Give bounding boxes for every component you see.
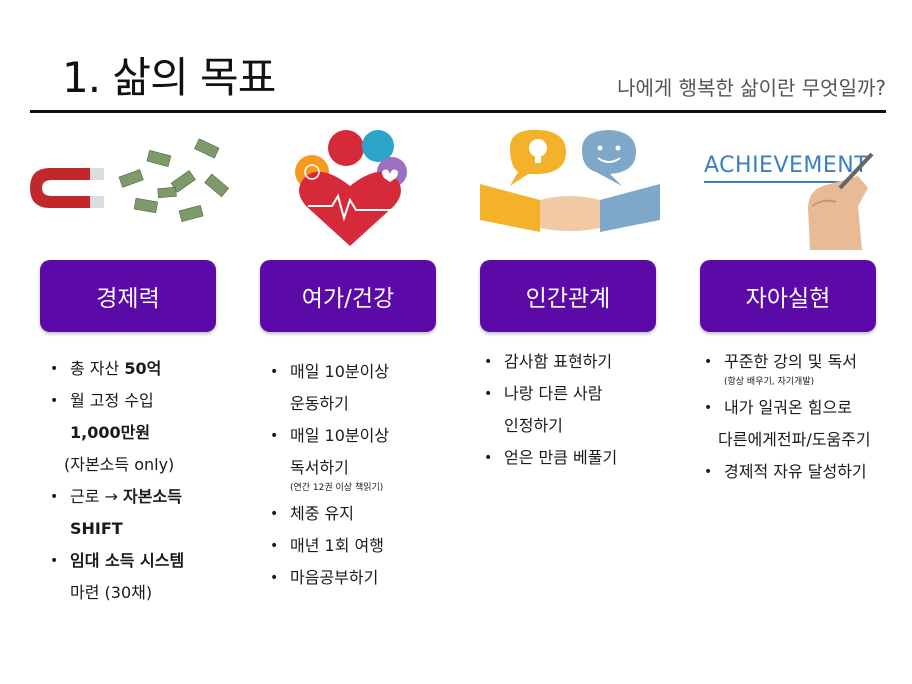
list-item: 매일 10분이상 운동하기	[268, 356, 389, 420]
achievement-word: ACHIEVEMENT	[704, 153, 868, 178]
page-title: 1. 삶의 목표	[62, 53, 276, 102]
list-item: 꾸준한 강의 및 독서 (항상 배우기, 자기개발)	[702, 346, 871, 390]
self-realization-goal-list: 꾸준한 강의 및 독서 (항상 배우기, 자기개발) 내가 일궈온 힘으로 다른…	[702, 346, 871, 488]
list-item: 매일 10분이상 독서하기 (연간 12권 이상 책읽기)	[268, 420, 389, 496]
list-item: 감사함 표현하기	[482, 346, 617, 378]
list-item: 경제적 자유 달성하기	[702, 456, 871, 488]
list-item: 내가 일궈온 힘으로 다른에게전파/도움주기	[702, 392, 871, 456]
list-item: 월 고정 수입 1,000만원 (자본소득 only)	[48, 385, 184, 481]
magnet-money-illustration	[30, 128, 230, 253]
list-item: 마음공부하기	[268, 562, 389, 594]
list-item: 총 자산 50억	[48, 353, 184, 385]
relationships-label: 인간관계	[480, 260, 656, 332]
economy-label: 경제력	[40, 260, 216, 332]
list-item: 나랑 다른 사람 인정하기	[482, 378, 617, 442]
list-item: 매년 1회 여행	[268, 530, 389, 562]
page-subtitle: 나에게 행복한 삶이란 무엇일까?	[617, 76, 886, 100]
list-item: 체중 유지	[268, 498, 389, 530]
health-heart-illustration	[250, 128, 450, 253]
relationships-goal-list: 감사함 표현하기 나랑 다른 사람 인정하기 얻은 만큼 베풀기	[482, 346, 617, 474]
list-item: 근로 → 자본소득 SHIFT	[48, 481, 184, 545]
leisure-health-label: 여가/건강	[260, 260, 436, 332]
achievement-writing-illustration: ACHIEVEMENT	[690, 128, 890, 253]
handshake-illustration	[470, 128, 670, 253]
list-item: 임대 소득 시스템 마련 (30채)	[48, 545, 184, 609]
list-item: 얻은 만큼 베풀기	[482, 442, 617, 474]
title-underline	[30, 110, 886, 113]
leisure-health-goal-list: 매일 10분이상 운동하기 매일 10분이상 독서하기 (연간 12권 이상 책…	[268, 356, 389, 594]
self-realization-label: 자아실현	[700, 260, 876, 332]
economy-goal-list: 총 자산 50억 월 고정 수입 1,000만원 (자본소득 only) 근로 …	[48, 353, 184, 609]
